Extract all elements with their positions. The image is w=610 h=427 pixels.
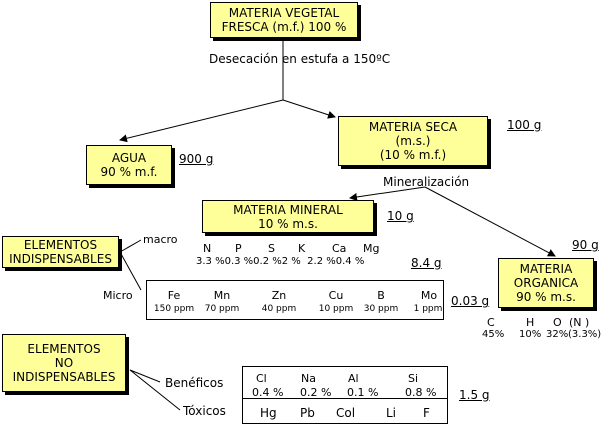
macro-symbol-ca: Ca [332, 242, 347, 255]
mineral-matter-line2: 10 % m.s. [258, 216, 318, 231]
organic-symbol-c: C [487, 316, 495, 329]
organic-value-h: 10% [519, 329, 542, 340]
dry-amount: 100 g [507, 118, 542, 132]
water-line2: 90 % m.f. [100, 165, 158, 179]
organic-value-o: 32% [546, 329, 569, 340]
water-line1: AGUA [111, 151, 147, 165]
to-mineral-arrow [349, 186, 426, 201]
macro-values: 3.3 %0.3 %0.2 %2 % 2.2 %0.4 % [196, 256, 365, 267]
mineral-matter-box: MATERIA MINERAL 10 % m.s. [202, 200, 374, 233]
organic-matter-line2: ORGANICA [513, 276, 579, 290]
macro-symbol-n: N [203, 242, 212, 255]
water-amount: 900 g [179, 152, 214, 166]
indispensable-elements-box: ELEMENTOS INDISPENSABLES [2, 236, 119, 268]
beneficial-label: Benéficos [165, 376, 224, 390]
mineral-amount: 10 g [387, 209, 414, 223]
to-dry-arrow [282, 99, 336, 119]
indispensable-line2: INDISPENSABLES [9, 252, 112, 266]
macro-connector [119, 239, 142, 253]
micro-symbol-mn: Mn [213, 289, 231, 302]
toxic-symbol-f: F [423, 406, 430, 420]
organic-matter-box: MATERIA ORGANICA 90 % m.s. [498, 258, 594, 308]
macro-label: macro [143, 233, 178, 246]
toxic-symbol-hg: Hg [260, 406, 277, 420]
organic-amount: 90 g [572, 238, 599, 252]
micro-ppm-cu: 10 ppm [318, 304, 354, 314]
beneficial-pct-na: 0.2 % [300, 386, 332, 399]
organic-symbol-n: (N ) [569, 316, 590, 329]
macro-symbol-s: S [268, 242, 275, 255]
organic-matter-line1: MATERIA [519, 262, 573, 276]
non-indispensable-line2: NO [54, 356, 74, 370]
micro-symbol-cu: Cu [328, 289, 344, 302]
non-indispensable-amount: 1.5 g [459, 388, 490, 402]
organic-value-c: 45% [482, 329, 505, 340]
mineral-matter-line1: MATERIA MINERAL [233, 202, 343, 217]
non-indispensable-line3: INDISPENSABLES [12, 370, 116, 384]
micro-ppm-b: 30 ppm [363, 304, 399, 314]
micro-ppm-fe: 150 ppm [153, 304, 195, 314]
toxic-label: Tóxicos [183, 404, 226, 418]
non-indispensable-table [242, 366, 448, 424]
toxic-connector [129, 369, 181, 411]
dry-matter-line1: MATERIA SECA [368, 120, 458, 134]
dry-matter-line2: (m.s.) [395, 134, 431, 148]
micro-ppm-mn: 70 ppm [204, 304, 240, 314]
toxic-symbol-li: Li [386, 406, 397, 420]
micro-elements-box [146, 280, 444, 320]
fresh-matter-box: MATERIA VEGETAL FRESCA (m.f.) 100 % [210, 2, 358, 38]
toxic-symbol-pb: Pb [300, 406, 315, 420]
dry-matter-box: MATERIA SECA (m.s.) (10 % m.f.) [338, 116, 488, 166]
micro-amount: 0.03 g [451, 294, 490, 308]
beneficial-symbol-cl: Cl [256, 372, 267, 385]
fresh-matter-line1: MATERIA VEGETAL [228, 6, 340, 20]
organic-symbol-h: H [526, 316, 535, 329]
beneficial-connector [129, 369, 161, 383]
micro-symbol-b: B [377, 289, 385, 302]
micro-ppm-zn: 40 ppm [261, 304, 297, 314]
dry-matter-line3: (10 % m.f.) [379, 148, 447, 162]
to-water-arrow [119, 99, 284, 143]
fresh-matter-line2: FRESCA (m.f.) 100 % [221, 20, 347, 34]
macro-symbol-p: P [235, 242, 242, 255]
beneficial-pct-si: 0.8 % [405, 386, 437, 399]
table-divider [242, 398, 448, 399]
beneficial-symbol-al: Al [348, 372, 359, 385]
mineralizacion-label: Mineralización [383, 175, 470, 189]
macro-symbol-mg: Mg [363, 242, 380, 255]
micro-symbol-mo: Mo [420, 289, 438, 302]
beneficial-symbol-si: Si [408, 372, 419, 385]
organic-matter-line3: 90 % m.s. [516, 290, 576, 304]
toxic-symbol-col: Col [336, 406, 356, 420]
water-box: AGUA 90 % m.f. [86, 145, 172, 185]
to-organic-arrow [424, 186, 556, 257]
beneficial-symbol-na: Na [301, 372, 316, 385]
micro-connector [119, 251, 142, 291]
organic-value-n: (3.3%) [568, 329, 602, 340]
organic-symbol-o: O [553, 316, 562, 329]
beneficial-pct-al: 0.1 % [347, 386, 379, 399]
non-indispensable-elements-box: ELEMENTOS NO INDISPENSABLES [2, 334, 126, 392]
micro-symbol-zn: Zn [271, 289, 287, 302]
indispensable-line1: ELEMENTOS [23, 238, 98, 252]
macro-symbol-k: K [298, 242, 306, 255]
micro-symbol-fe: Fe [167, 289, 181, 302]
macro-amount: 8.4 g [411, 256, 442, 270]
micro-ppm-mo: 1 ppm [413, 304, 443, 314]
micro-label: Micro [103, 289, 133, 302]
desecacion-label: Desecación en estufa a 150ºC [209, 52, 391, 66]
non-indispensable-line1: ELEMENTOS [27, 342, 101, 356]
beneficial-pct-cl: 0.4 % [252, 386, 284, 399]
